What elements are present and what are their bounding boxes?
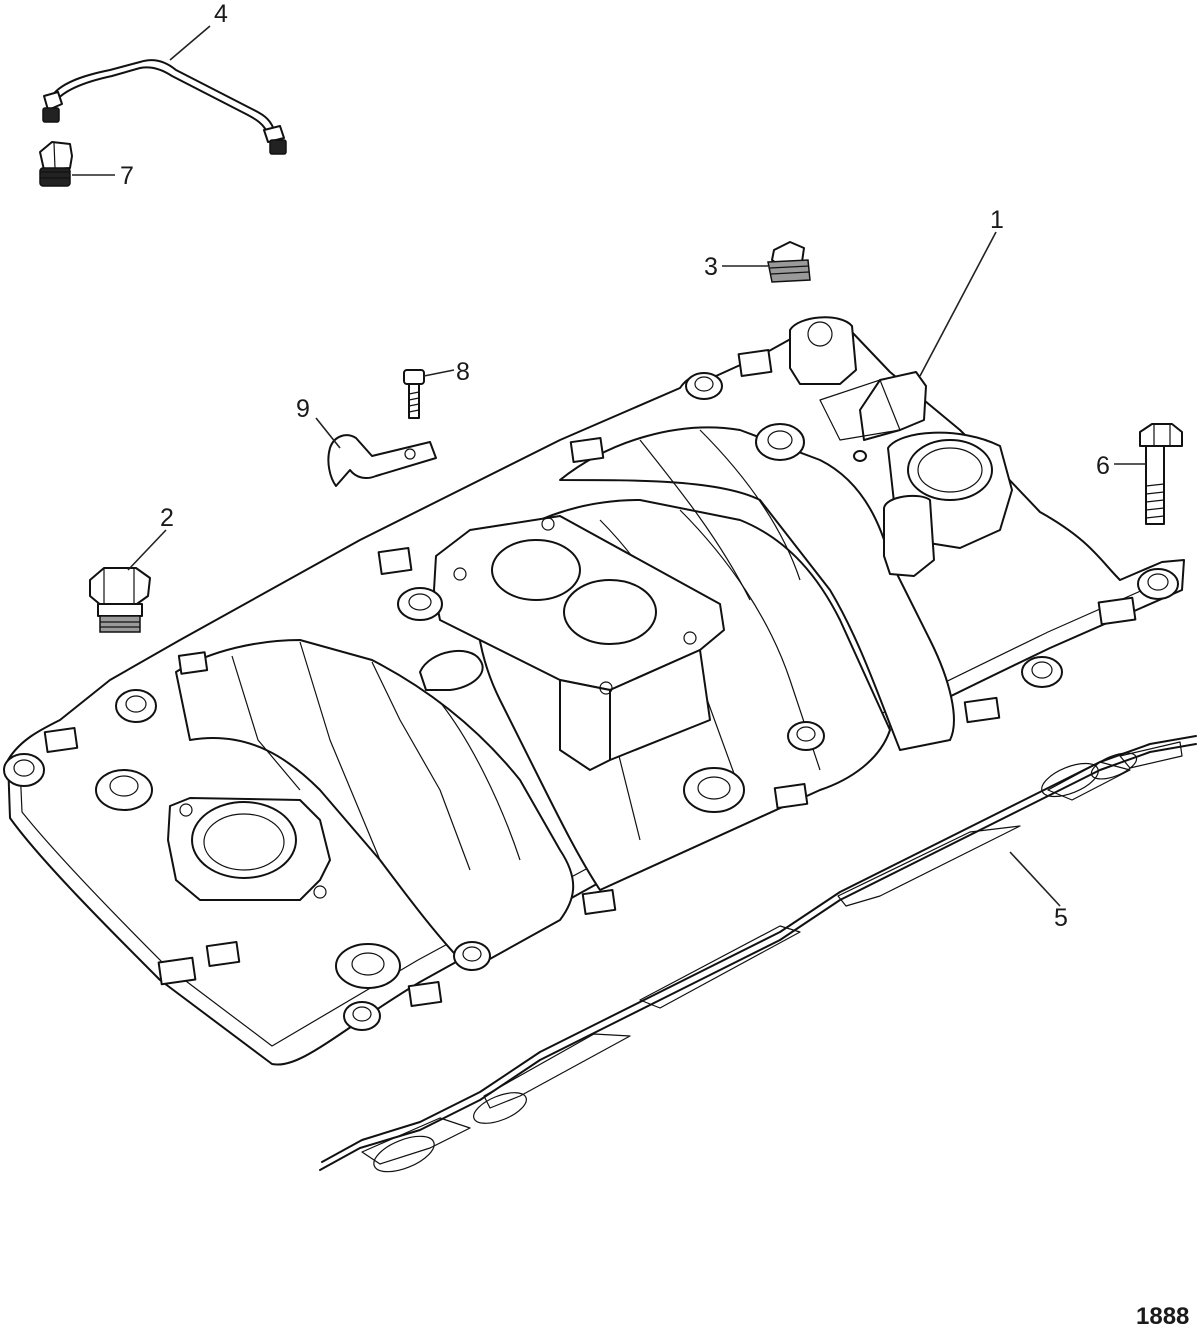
leader-9 <box>315 417 341 449</box>
callout-5: 5 <box>1054 904 1068 932</box>
callout-2: 2 <box>160 504 174 532</box>
callout-4: 4 <box>214 0 228 28</box>
leader-8 <box>423 369 455 377</box>
callout-7: 7 <box>120 162 134 190</box>
fuel-line-tube <box>42 59 287 155</box>
leader-4 <box>169 25 211 61</box>
plug <box>767 241 811 283</box>
intake-gasket <box>319 735 1197 1173</box>
callout-1: 1 <box>990 206 1004 234</box>
intake-manifold <box>3 316 1185 1066</box>
leader-2 <box>127 529 167 571</box>
callout-9: 9 <box>296 395 310 423</box>
callout-8: 8 <box>456 358 470 386</box>
fitting <box>39 141 73 187</box>
callout-6: 6 <box>1096 452 1110 480</box>
clip <box>327 434 437 487</box>
leader-1 <box>919 231 997 377</box>
figure-number: 1888 <box>1136 1303 1189 1330</box>
callout-3: 3 <box>704 253 718 281</box>
leader-5 <box>1009 851 1061 907</box>
plug <box>89 567 151 633</box>
bolt <box>1139 423 1183 525</box>
screw <box>403 369 425 419</box>
